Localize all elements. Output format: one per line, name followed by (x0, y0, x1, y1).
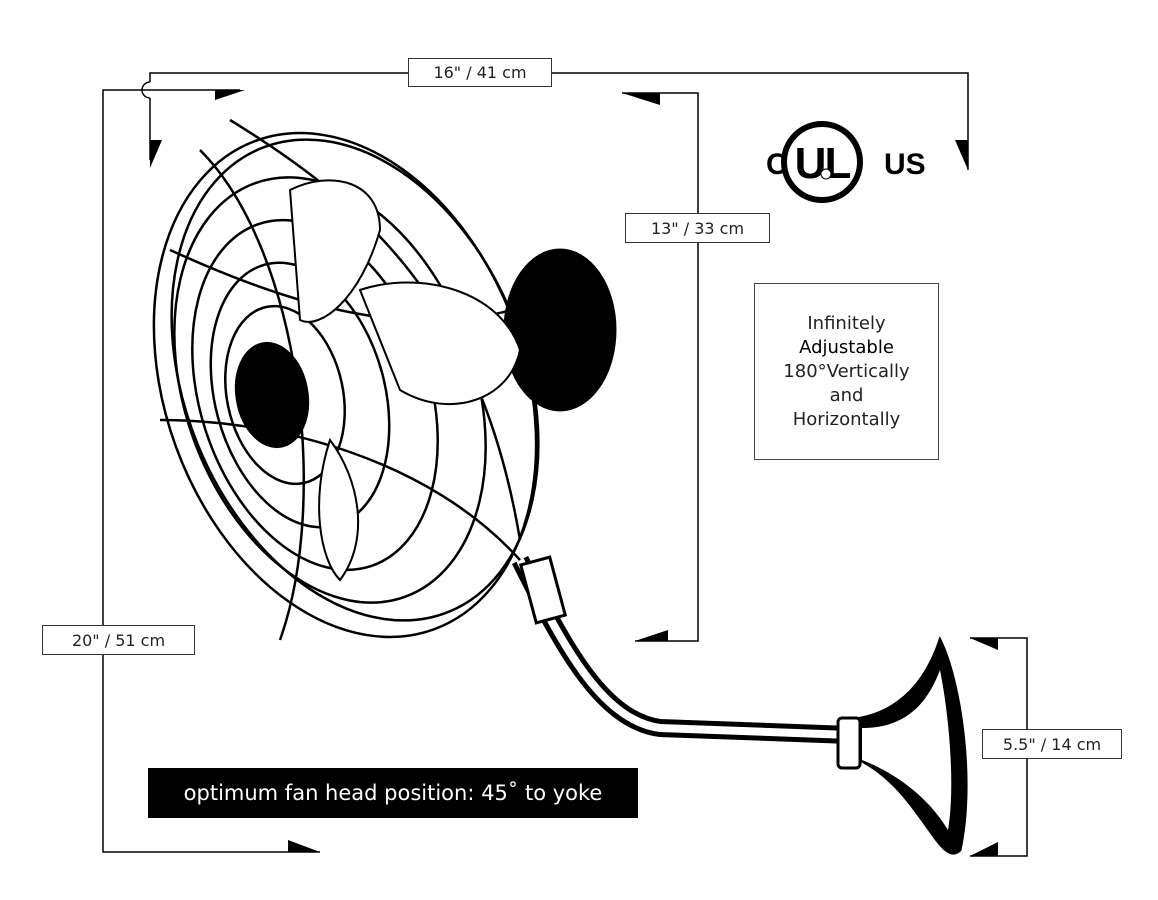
ul-c-mark: C (766, 148, 788, 181)
fan-blades (288, 179, 522, 582)
dimension-arrows (150, 90, 998, 856)
arm-joint (518, 555, 568, 625)
width-label: 16" / 41 cm (408, 58, 552, 87)
fan-hub (234, 341, 310, 449)
note-line: Horizontally (792, 408, 901, 430)
height-dimension-line (102, 89, 320, 853)
fan-illustration (152, 118, 968, 855)
ul-us-mark: US (884, 148, 926, 181)
adjustability-note: Infinitely Adjustable 180°Vertically and… (754, 283, 939, 460)
motor-housing (503, 248, 617, 412)
position-banner: optimum fan head position: 45˚ to yoke (148, 768, 638, 818)
arm-collar (836, 716, 862, 770)
svg-text:UL: UL (795, 139, 851, 188)
note-line: Adjustable (799, 336, 894, 358)
height-label: 20" / 51 cm (42, 625, 195, 655)
note-line: and (829, 384, 864, 406)
note-line: 180°Vertically (783, 360, 910, 382)
head-dimension-line (622, 92, 699, 642)
head-height-label: 13" / 33 cm (625, 213, 770, 243)
mount-height-label: 5.5" / 14 cm (982, 729, 1122, 759)
note-line: Infinitely (807, 312, 886, 334)
ul-logo: UL (781, 121, 863, 203)
